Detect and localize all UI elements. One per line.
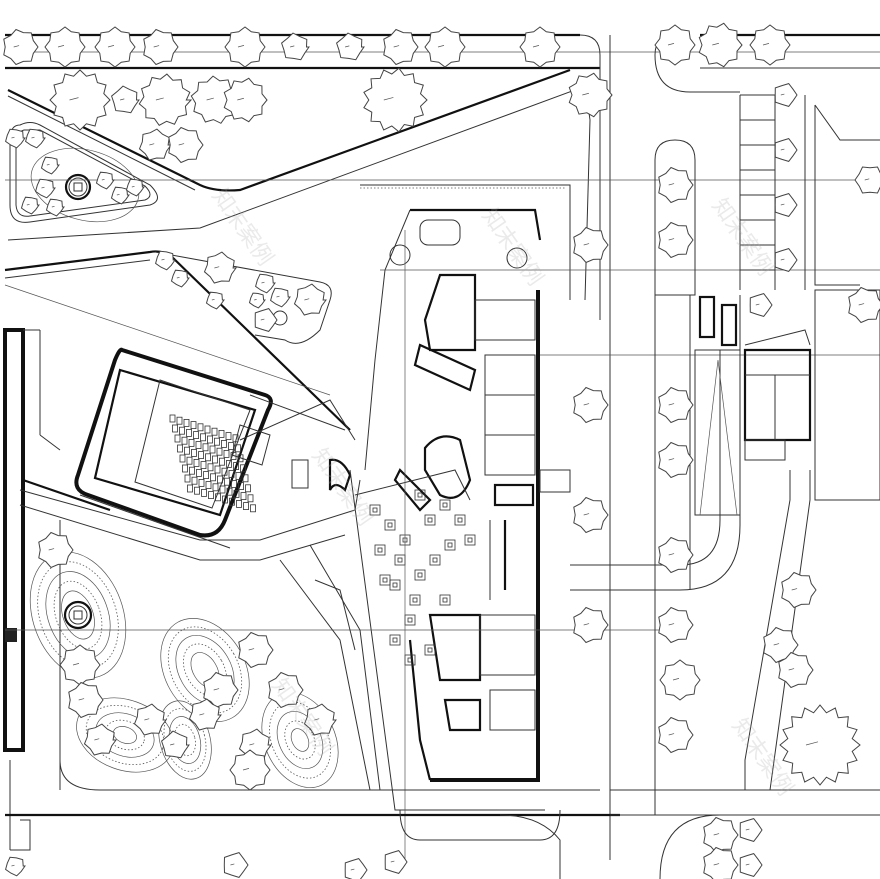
tree-icon bbox=[658, 221, 694, 259]
tree-icon bbox=[268, 671, 304, 709]
tree-icon bbox=[424, 26, 466, 68]
tree-icon bbox=[205, 291, 225, 310]
tree-icon bbox=[573, 496, 609, 534]
tree-icon bbox=[229, 749, 271, 791]
tree-icon bbox=[749, 24, 791, 66]
tree-icon bbox=[781, 571, 817, 609]
tree-icon bbox=[224, 26, 266, 68]
tree-icon bbox=[749, 293, 773, 317]
tree-icon bbox=[658, 441, 694, 479]
tree-icon bbox=[138, 73, 193, 126]
tree-icon bbox=[20, 196, 40, 215]
tree-icon bbox=[254, 308, 278, 332]
tree-icon bbox=[739, 853, 763, 877]
tree-icon bbox=[658, 716, 694, 754]
tree-icon bbox=[344, 858, 368, 879]
tree-icon bbox=[5, 856, 26, 877]
tree-icon bbox=[303, 703, 337, 736]
main-building bbox=[349, 184, 571, 811]
tree-icon bbox=[774, 248, 798, 272]
tree-icon bbox=[49, 69, 111, 131]
tree-icon bbox=[573, 606, 609, 644]
fountain-group bbox=[63, 173, 288, 630]
tree-icon bbox=[35, 178, 56, 199]
parking-stalls bbox=[740, 94, 776, 290]
tree-icon bbox=[40, 156, 60, 175]
tree-icon bbox=[44, 26, 86, 68]
tree-icon bbox=[739, 818, 763, 842]
tree-icon bbox=[270, 287, 291, 308]
tree-icon bbox=[659, 659, 701, 701]
tree-icon bbox=[188, 698, 222, 731]
tree-icon bbox=[170, 269, 190, 288]
tree-icon bbox=[223, 852, 249, 878]
tree-icon bbox=[573, 386, 609, 424]
tree-icon bbox=[203, 251, 237, 284]
tree-icon bbox=[94, 26, 136, 68]
tree-icon bbox=[133, 703, 167, 736]
tree-icon bbox=[658, 536, 694, 574]
tree-icon bbox=[111, 85, 140, 114]
tree-icon bbox=[658, 166, 694, 204]
tree-icon bbox=[143, 28, 179, 66]
tree-icon bbox=[168, 126, 204, 164]
tree-icon bbox=[383, 28, 419, 66]
tree-icon bbox=[363, 67, 428, 133]
tree-icon bbox=[59, 644, 101, 686]
tree-icon bbox=[774, 138, 798, 162]
tree-icon bbox=[83, 723, 117, 756]
tree-icon bbox=[654, 24, 696, 66]
tree-icon bbox=[255, 273, 276, 294]
trees bbox=[3, 22, 880, 879]
tree-icon bbox=[238, 631, 274, 669]
lower-paths bbox=[5, 520, 620, 851]
tree-icon bbox=[95, 171, 115, 190]
left-building bbox=[3, 328, 111, 850]
tree-icon bbox=[5, 128, 26, 149]
tree-icon bbox=[519, 26, 561, 68]
tree-icon bbox=[573, 226, 609, 264]
tree-icon bbox=[3, 28, 39, 66]
tree-icon bbox=[568, 72, 613, 118]
tree-icon bbox=[774, 83, 798, 107]
tree-icon bbox=[293, 283, 327, 316]
tree-icon bbox=[703, 816, 739, 854]
tree-icon bbox=[248, 292, 266, 309]
tree-icon bbox=[190, 75, 241, 124]
gridlines bbox=[5, 179, 880, 860]
tree-icon bbox=[38, 531, 74, 569]
cafe-tables bbox=[369, 489, 476, 666]
tree-icon bbox=[138, 128, 172, 161]
auditorium-seating bbox=[169, 414, 256, 513]
tree-icon bbox=[25, 128, 46, 149]
tree-icon bbox=[703, 846, 739, 879]
tree-icon bbox=[155, 250, 176, 271]
tree-icon bbox=[336, 32, 365, 61]
tree-icon bbox=[698, 22, 743, 68]
tree-icon bbox=[281, 32, 310, 61]
auditorium-building bbox=[74, 347, 346, 549]
tree-icon bbox=[203, 671, 239, 709]
tree-icon bbox=[658, 606, 694, 644]
plaza bbox=[19, 399, 361, 561]
tree-icon bbox=[774, 193, 798, 217]
tree-icon bbox=[384, 850, 408, 874]
tree-icon bbox=[125, 178, 145, 197]
tree-icon bbox=[223, 77, 268, 123]
tree-icon bbox=[45, 198, 65, 217]
tree-icon bbox=[110, 186, 130, 205]
tree-icon bbox=[778, 651, 814, 689]
tree-icon bbox=[854, 166, 880, 194]
tree-icon bbox=[658, 386, 694, 424]
tree-icon bbox=[779, 704, 861, 786]
tree-icon bbox=[68, 681, 104, 719]
tree-icon bbox=[848, 286, 880, 324]
tree-icon bbox=[161, 730, 190, 759]
